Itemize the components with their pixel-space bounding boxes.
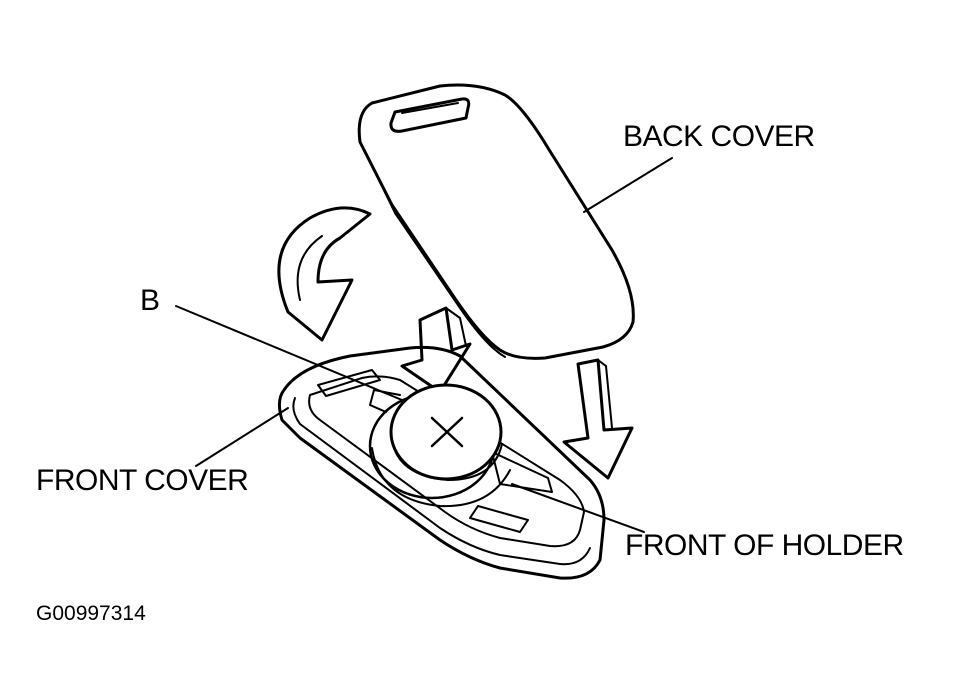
down-arrow-icon [562,358,634,480]
b-label: B [140,284,160,317]
leader-b [175,305,403,401]
leader-back-cover [583,157,673,213]
coin-battery [389,383,503,481]
plus-icon [430,416,464,448]
front-cover [277,345,606,580]
front-of-holder-label: FRONT OF HOLDER [625,529,904,562]
press-arrow-icon [400,306,472,394]
leader-front-of-holder [511,483,645,533]
leader-front-cover [195,407,289,467]
front-cover-label: FRONT COVER [36,464,249,497]
rotation-arrow-icon [277,206,372,342]
back-cover [357,83,635,360]
figure-code: G00997314 [36,602,146,625]
back-cover-label: BACK COVER [623,120,815,153]
